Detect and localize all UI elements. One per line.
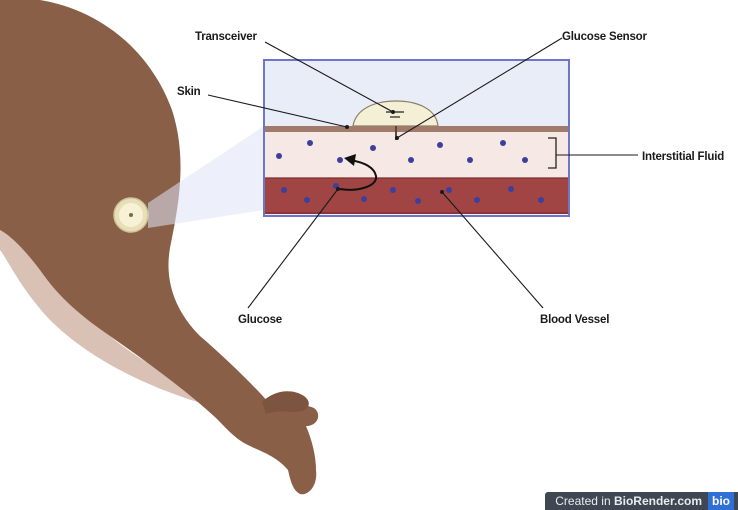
glucose-dot [304, 197, 310, 203]
glucose-dot [508, 186, 514, 192]
arm-sensor-patch [114, 198, 148, 232]
label-glucose: Glucose [238, 314, 282, 326]
credit-brand: BioRender.com [614, 494, 702, 508]
glucose-dot [307, 140, 313, 146]
glucose-dot [437, 142, 443, 148]
credit-prefix: Created in [555, 494, 614, 508]
label-blood-vessel: Blood Vessel [540, 314, 609, 326]
glucose-dot [474, 197, 480, 203]
thumb [262, 391, 309, 414]
glucose-dot [538, 197, 544, 203]
label-skin: Skin [177, 86, 201, 98]
interstitial-fluid-layer [264, 132, 569, 178]
biorender-credit[interactable]: Created in BioRender.com bio [545, 492, 738, 510]
glucose-dot [415, 198, 421, 204]
glucose-dot [522, 157, 528, 163]
glucose-dot [408, 157, 414, 163]
glucose-dot [467, 157, 473, 163]
leader-dot [440, 190, 444, 194]
label-transceiver: Transceiver [195, 31, 257, 43]
blood-vessel-layer [264, 178, 569, 214]
leader-dot [336, 187, 340, 191]
glucose-dot [390, 187, 396, 193]
label-interstitial-fluid: Interstitial Fluid [642, 151, 724, 163]
glucose-dot [361, 196, 367, 202]
biorender-badge-icon: bio [708, 492, 734, 510]
skin-layer [264, 126, 569, 132]
glucose-dot [281, 187, 287, 193]
glucose-dot [446, 187, 452, 193]
leader-dot [391, 110, 395, 114]
label-glucose-sensor: Glucose Sensor [562, 31, 647, 43]
glucose-dot [276, 153, 282, 159]
glucose-dot [370, 145, 376, 151]
glucose-dot [337, 157, 343, 163]
sensor-patch-center [129, 213, 133, 217]
skin-cross-section [264, 60, 569, 216]
leader-dot [345, 125, 349, 129]
glucose-dot [500, 140, 506, 146]
leader-dot [395, 136, 399, 140]
